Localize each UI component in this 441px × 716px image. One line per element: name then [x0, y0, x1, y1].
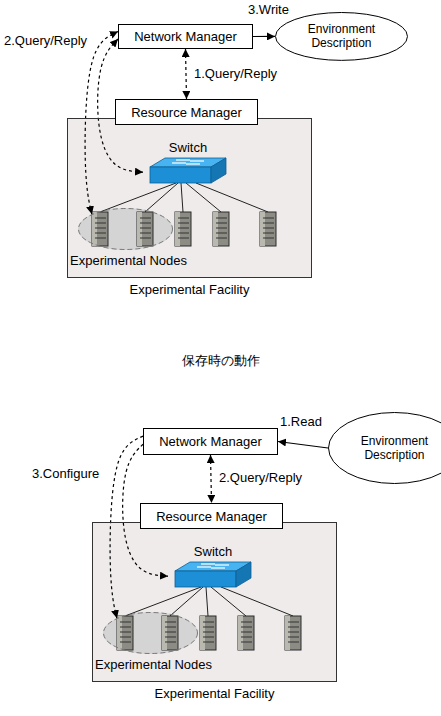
group-outline: [103, 612, 198, 654]
node-text: Switch: [169, 140, 207, 155]
edge-label: 2.Query/Reply: [2, 33, 89, 48]
ellipse-shape: [329, 413, 441, 484]
manager-box: Resource Manager: [140, 503, 283, 529]
edge-label: 1.Read: [278, 414, 324, 429]
connector: [186, 49, 187, 99]
node-text: Experimental Nodes: [95, 657, 212, 672]
group-outline: [78, 208, 173, 250]
node-text: Experimental Facility: [68, 282, 311, 297]
node-text: Resource Manager: [156, 509, 267, 524]
facility-region: SwitchExperimental NodesExperimental Fac…: [92, 522, 337, 682]
connector: [110, 436, 143, 618]
node-text: Experimental Facility: [93, 686, 336, 701]
node-text: Network Manager: [134, 29, 237, 44]
node-group: Experimental Nodes: [103, 612, 198, 654]
node-group: Experimental Nodes: [78, 208, 173, 250]
node-text: Environment Description: [350, 434, 438, 463]
node-text: Network Manager: [159, 434, 262, 449]
connector: [211, 455, 212, 503]
connector: [253, 36, 275, 37]
ellipse-shape: [276, 13, 408, 61]
edge-label: 2.Query/Reply: [217, 470, 304, 485]
edge-label: 1.Query/Reply: [192, 66, 279, 81]
facility-art-top: [67, 118, 312, 278]
ellipse-shape: [79, 209, 173, 250]
manager-box: Resource Manager: [115, 99, 258, 125]
edge-label: 3.Configure: [30, 466, 101, 481]
node-text: Switch: [194, 544, 232, 559]
description-ellipse: Environment Description: [275, 12, 408, 61]
connector: [278, 442, 328, 449]
facility-region: SwitchExperimental NodesExperimental Fac…: [67, 118, 312, 278]
ellipse-shape: [104, 613, 198, 654]
node-text: Experimental Nodes: [70, 253, 187, 268]
manager-box: Network Manager: [118, 24, 253, 49]
figure-caption: 保存時の動作: [0, 352, 441, 370]
switch-node: Switch: [143, 140, 233, 186]
node-text: Resource Manager: [131, 105, 242, 120]
description-ellipse: Environment Description: [328, 412, 441, 484]
connector: [85, 32, 118, 215]
switch-node: Switch: [168, 544, 258, 590]
manager-box: Network Manager: [143, 428, 278, 455]
edge-label: 3.Write: [246, 2, 291, 17]
node-text: Environment Description: [297, 22, 385, 51]
facility-art-bottom: [92, 522, 337, 682]
